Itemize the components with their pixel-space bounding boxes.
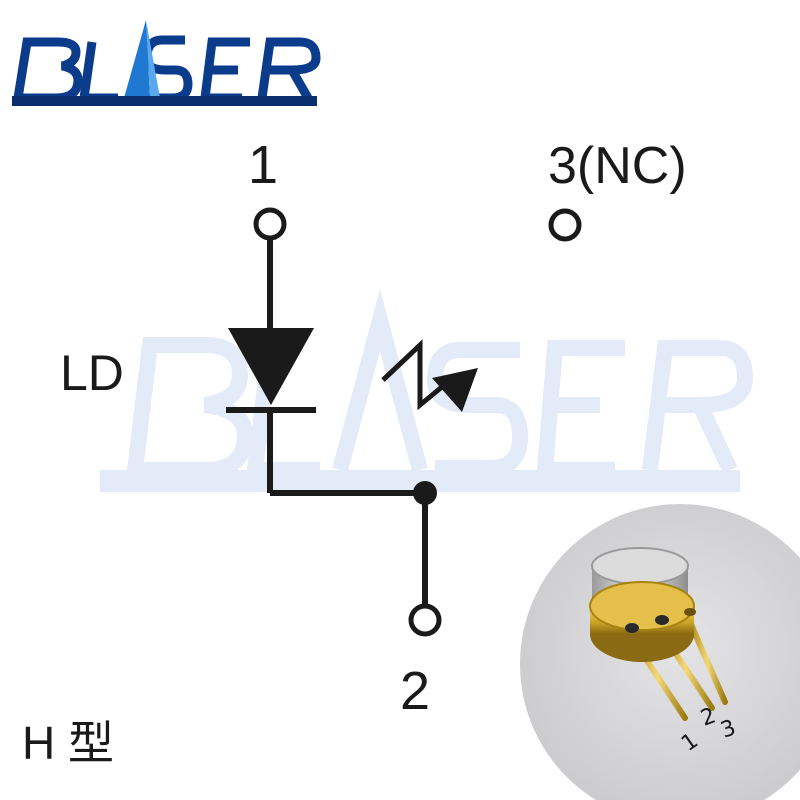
pin3-label: 3(NC) (548, 137, 687, 195)
pin2-terminal (408, 603, 442, 637)
junction-dot (413, 481, 437, 505)
type-label: H 型 (22, 717, 114, 769)
pin1-terminal (253, 207, 287, 241)
pin1-label: 1 (248, 135, 279, 195)
component-label: LD (60, 345, 124, 401)
laser-diode-symbol (226, 328, 316, 413)
blaser-logo (12, 20, 321, 106)
circuit-wires (267, 238, 428, 606)
pin2-label: 2 (400, 661, 431, 721)
emission-arrow-icon (381, 339, 478, 412)
pin3-terminal (548, 208, 582, 242)
laser-diode-photo (513, 504, 800, 800)
